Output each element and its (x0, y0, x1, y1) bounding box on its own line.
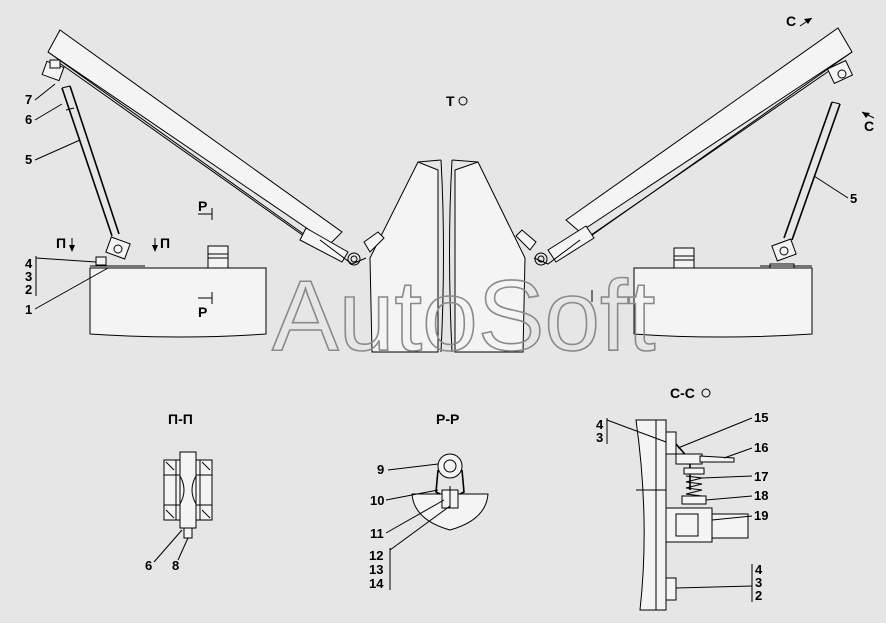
main-left-callouts: 7 6 5 4 3 2 1 (25, 83, 109, 317)
center-hopper (369, 159, 526, 353)
svg-text:2: 2 (25, 282, 32, 297)
svg-text:11: 11 (370, 526, 384, 541)
section-rr: Р-Р 9 10 11 12 13 14 (369, 411, 489, 591)
section-marker-r-bottom: Р (198, 292, 213, 320)
svg-text:5: 5 (25, 152, 32, 167)
left-sloped-panel (47, 29, 385, 266)
svg-text:Т: Т (446, 93, 455, 109)
svg-text:14: 14 (369, 576, 384, 591)
left-base-block (89, 245, 267, 338)
section-pp: П-П 6 8 (145, 411, 213, 573)
section-marker-r-top: Р (198, 198, 213, 220)
svg-text:П: П (160, 235, 170, 251)
svg-text:12: 12 (369, 548, 383, 563)
svg-text:С-С: С-С (670, 385, 695, 401)
svg-text:6: 6 (25, 112, 32, 127)
svg-text:5: 5 (850, 191, 857, 206)
svg-text:3: 3 (596, 430, 603, 445)
main-right-callout: 5 (813, 175, 857, 206)
svg-text:4: 4 (596, 417, 604, 432)
left-strut (41, 59, 131, 266)
right-strut (769, 59, 854, 271)
svg-text:13: 13 (369, 562, 383, 577)
svg-text:C: C (786, 13, 796, 29)
svg-text:17: 17 (754, 469, 768, 484)
svg-text:Р: Р (198, 198, 207, 214)
svg-text:8: 8 (172, 558, 179, 573)
svg-text:9: 9 (377, 462, 384, 477)
svg-text:1: 1 (25, 302, 32, 317)
svg-text:18: 18 (754, 488, 768, 503)
section-marker-p-left: П (56, 235, 75, 252)
svg-text:4: 4 (755, 562, 763, 577)
svg-text:C: C (864, 118, 874, 134)
svg-text:4: 4 (25, 256, 33, 271)
svg-text:10: 10 (370, 493, 384, 508)
right-sloped-panel (515, 27, 853, 266)
svg-text:3: 3 (755, 575, 762, 590)
svg-text:15: 15 (754, 410, 768, 425)
svg-text:П-П: П-П (168, 411, 193, 427)
svg-text:19: 19 (754, 508, 768, 523)
section-marker-c-right: C (861, 111, 875, 134)
svg-text:6: 6 (145, 558, 152, 573)
svg-text:Р-Р: Р-Р (436, 411, 459, 427)
watermark: AutoSoft (272, 260, 656, 372)
svg-text:3: 3 (25, 269, 32, 284)
svg-text:16: 16 (754, 440, 768, 455)
section-cc: С-С 4 3 15 16 17 18 19 4 3 2 (596, 385, 768, 611)
svg-text:Р: Р (198, 304, 207, 320)
svg-text:2: 2 (755, 588, 762, 603)
right-base-block (591, 247, 813, 338)
svg-text:7: 7 (25, 92, 32, 107)
view-marker-t: Т (446, 93, 468, 109)
section-marker-c-top: C (786, 13, 813, 29)
section-marker-p-right: П (152, 235, 170, 252)
svg-text:П: П (56, 235, 66, 251)
main-view: Т C C П П Р Р (25, 13, 875, 353)
